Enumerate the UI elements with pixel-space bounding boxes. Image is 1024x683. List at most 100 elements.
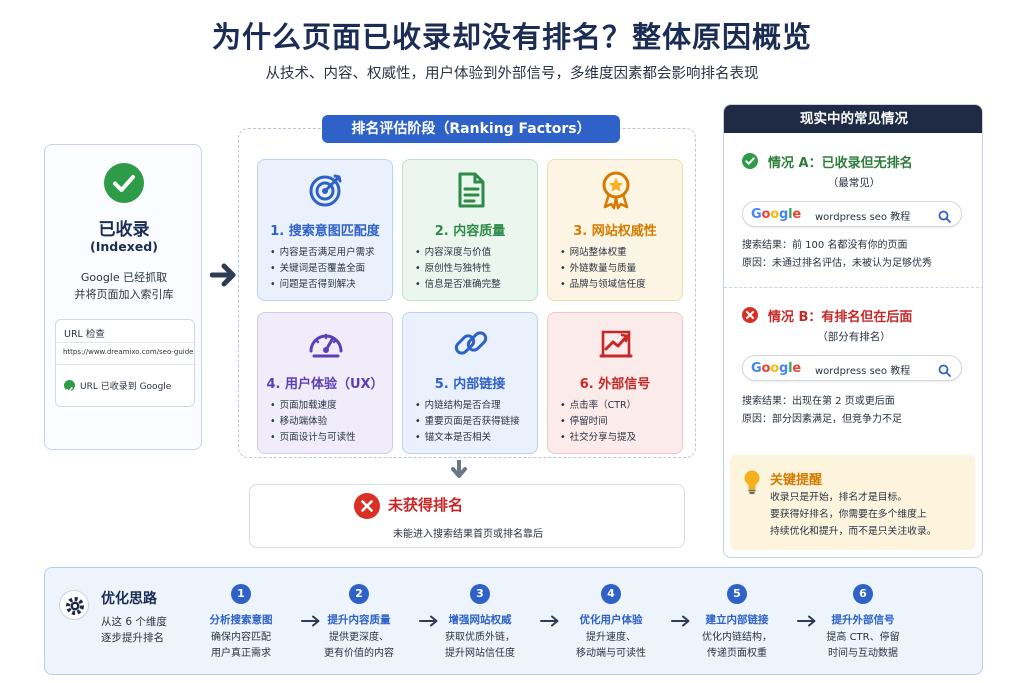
indexed-description: Google 已经抓取 并将页面加入索引库 — [74, 271, 174, 301]
factor-item: 锚文本是否相关 — [415, 430, 520, 446]
factor-card: 4. 用户体验（UX） 页面加载速度移动端体验页面设计与可读性 — [257, 312, 393, 454]
step-title: 增强网站权威 — [448, 614, 512, 626]
case-b-result: 搜索结果：出现在第 2 页或更后面 — [742, 396, 895, 407]
search-query: wordpress seo 教程 — [815, 212, 911, 223]
no-ranking-title: 未获得排名 — [388, 496, 464, 514]
step-number: 6 — [853, 584, 873, 604]
factor-item: 重要页面是否获得链接 — [415, 414, 520, 430]
google-search-bar: Google wordpress seo 教程 — [742, 201, 962, 227]
right-arrow-icon — [797, 612, 817, 631]
step-number: 2 — [349, 584, 369, 604]
factor-item: 点击率（CTR） — [560, 398, 637, 414]
right-arrow-icon — [209, 262, 238, 292]
check-circle-icon — [104, 163, 144, 203]
key-reminder-text: 收录只是开始，排名才是目标。 要获得好排名，你需要在多个维度上 持续优化和提升，… — [770, 492, 937, 537]
factor-card: 6. 外部信号点击率（CTR）停留时间社交分享与提及 — [547, 312, 683, 454]
url-inspection-title: URL 检查 — [64, 329, 105, 340]
step-title: 优化用户体验 — [579, 614, 643, 626]
step-number: 3 — [470, 584, 490, 604]
close-circle-icon — [742, 307, 758, 323]
factor-card: 1. 搜索意图匹配度内容是否满足用户需求关键词是否覆盖全面问题是否得到解决 — [257, 159, 393, 301]
factor-item: 页面加载速度 — [270, 398, 356, 414]
case-a-result: 搜索结果：前 100 名都没有你的页面 — [742, 240, 908, 251]
award-icon — [596, 170, 636, 210]
reality-panel: 现实中的常见情况 情况 A：已收录但无排名 （最常见） Google wordp… — [723, 104, 983, 558]
document-icon — [451, 170, 491, 210]
factor-items: 内容是否满足用户需求关键词是否覆盖全面问题是否得到解决 — [270, 245, 375, 293]
google-search-bar: Google wordpress seo 教程 — [742, 355, 962, 381]
indexed-subtitle: (Indexed) — [90, 239, 158, 254]
reality-panel-header: 现实中的常见情况 — [724, 105, 982, 133]
step-title: 提升外部信号 — [831, 614, 895, 626]
factor-items: 点击率（CTR）停留时间社交分享与提及 — [560, 398, 637, 446]
link-icon — [451, 323, 491, 363]
factor-card: 2. 内容质量内容深度与价值原创性与独特性信息是否准确完整 — [402, 159, 538, 301]
step-title: 建立内部链接 — [705, 614, 769, 626]
optimization-step: 6 提升外部信号提高 CTR、停留时间与互动数据 — [807, 584, 919, 662]
trend-chart-icon — [596, 323, 636, 363]
search-icon — [938, 208, 951, 227]
step-number: 1 — [231, 584, 251, 604]
case-b-subtitle: （部分有排名） — [817, 331, 891, 343]
factor-item: 移动端体验 — [270, 414, 356, 430]
case-a-subtitle: （最常见） — [827, 177, 881, 189]
step-description: 提供更深度、更有价值的内容 — [324, 632, 394, 659]
factor-title: 5. 内部链接 — [434, 377, 506, 392]
factor-items: 内链结构是否合理重要页面是否获得链接锚文本是否相关 — [415, 398, 520, 446]
speedometer-icon — [306, 323, 346, 363]
key-reminder-title: 关键提醒 — [770, 473, 823, 488]
search-icon — [938, 362, 951, 381]
factor-item: 品牌与领域信任度 — [560, 277, 646, 293]
check-circle-icon — [64, 380, 75, 393]
right-arrow-icon — [671, 612, 691, 631]
factor-item: 内容深度与价值 — [415, 245, 501, 261]
right-arrow-icon — [540, 612, 560, 631]
factor-item: 社交分享与提及 — [560, 430, 637, 446]
down-arrow-icon — [450, 459, 468, 484]
factor-item: 原创性与独特性 — [415, 261, 501, 277]
factor-items: 页面加载速度移动端体验页面设计与可读性 — [270, 398, 356, 446]
case-b-reason: 原因：部分因素满足，但竞争力不足 — [742, 414, 902, 425]
step-description: 获取优质外链，提升网站信任度 — [445, 632, 515, 659]
right-arrow-icon — [301, 612, 321, 631]
factor-card: 5. 内部链接内链结构是否合理重要页面是否获得链接锚文本是否相关 — [402, 312, 538, 454]
gear-icon — [59, 590, 89, 620]
factor-items: 内容深度与价值原创性与独特性信息是否准确完整 — [415, 245, 501, 293]
factor-item: 信息是否准确完整 — [415, 277, 501, 293]
page-subtitle: 从技术、内容、权威性，用户体验到外部信号，多维度因素都会影响排名表现 — [265, 66, 759, 82]
factor-item: 内容是否满足用户需求 — [270, 245, 375, 261]
optimization-subtitle: 从这 6 个维度 逐步提升排名 — [101, 616, 167, 644]
google-logo: Google — [751, 361, 801, 376]
target-icon — [306, 170, 346, 210]
factor-title: 3. 网站权威性 — [573, 224, 657, 239]
factor-title: 4. 用户体验（UX） — [266, 377, 384, 392]
step-description: 提升速度、移动端与可读性 — [576, 632, 646, 659]
step-number: 4 — [601, 584, 621, 604]
step-number: 5 — [727, 584, 747, 604]
case-b-title: 情况 B：有排名但在后面 — [768, 310, 913, 325]
factor-title: 1. 搜索意图匹配度 — [270, 224, 380, 239]
url-inspection-box: URL 检查 https://www.dreamixo.com/seo-guid… — [55, 319, 195, 407]
step-description: 提高 CTR、停留时间与互动数据 — [826, 632, 900, 659]
factor-item: 页面设计与可读性 — [270, 430, 356, 446]
lightbulb-icon — [742, 469, 762, 499]
factor-card: 3. 网站权威性网站整体权重外链数量与质量品牌与领域信任度 — [547, 159, 683, 301]
optimization-title: 优化思路 — [101, 591, 157, 607]
factor-item: 停留时间 — [560, 414, 636, 430]
close-circle-icon — [354, 493, 380, 519]
case-a-title: 情况 A：已收录但无排名 — [768, 156, 913, 171]
no-ranking-box: 未获得排名 未能进入搜索结果首页或排名靠后 — [249, 484, 685, 548]
factor-title: 6. 外部信号 — [579, 377, 651, 392]
url-indexed-status: URL 已收录到 Google — [80, 382, 172, 392]
step-title: 提升内容质量 — [327, 614, 391, 626]
page-title: 为什么页面已收录却没有排名？整体原因概览 — [211, 20, 812, 54]
divider — [724, 287, 982, 288]
url-inspection-url: https://www.dreamixo.com/seo-guide — [63, 348, 194, 356]
factor-item: 问题是否得到解决 — [270, 277, 375, 293]
factor-title: 2. 内容质量 — [434, 224, 506, 239]
search-query: wordpress seo 教程 — [815, 366, 911, 377]
step-description: 确保内容匹配用户真正需求 — [211, 632, 271, 659]
case-a-reason: 原因：未通过排名评估，未被认为足够优秀 — [742, 258, 932, 269]
optimization-step: 3 增强网站权威获取优质外链，提升网站信任度 — [424, 584, 536, 662]
